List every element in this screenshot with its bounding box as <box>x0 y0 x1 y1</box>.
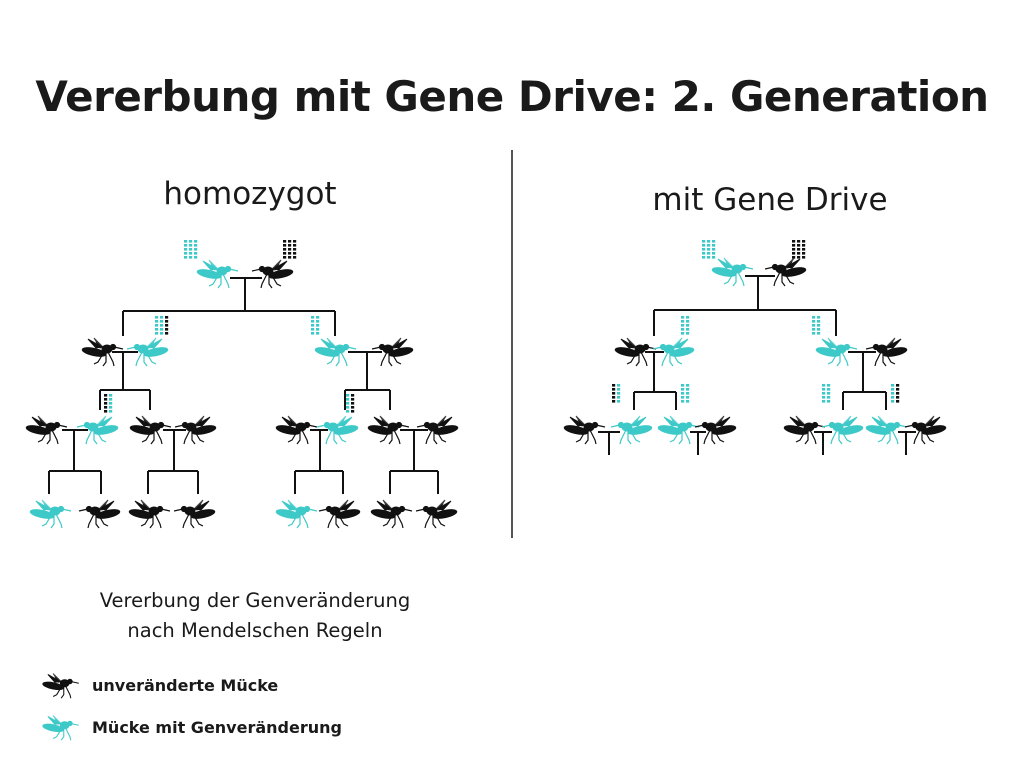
left-panel-title: homozygot <box>163 176 337 212</box>
legend-label-unmodified: unveränderte Mücke <box>92 675 279 695</box>
chromosome-marker <box>681 316 690 335</box>
pedigree-lines <box>48 275 916 494</box>
cyan-mosquito-icon <box>195 259 239 289</box>
chromosome-marker <box>184 240 198 259</box>
black-mosquito-icon <box>782 415 826 445</box>
legend-item-unmodified: unveränderte Mücke <box>42 664 402 706</box>
legend-label-modified: Mücke mit Genveränderung <box>92 717 342 737</box>
chromosome-marker <box>612 384 621 403</box>
chromosome-marker <box>792 240 806 259</box>
legend-item-modified: Mücke mit Genveränderung <box>42 706 402 748</box>
black-mosquito-icon <box>42 673 80 699</box>
black-mosquito-icon <box>127 499 171 529</box>
black-mosquito-icon <box>562 415 606 445</box>
black-mosquito-icon <box>694 415 738 445</box>
cyan-mosquito-icon <box>821 415 865 445</box>
cyan-mosquito-icon <box>42 715 80 741</box>
cyan-mosquito-icon <box>28 499 72 529</box>
black-mosquito-icon <box>904 415 948 445</box>
cyan-mosquito-icon <box>274 499 318 529</box>
caption-line-1: Vererbung der Genveränderung <box>99 589 411 612</box>
chromosome-marker <box>155 316 169 335</box>
black-mosquito-icon <box>318 499 362 529</box>
cyan-mosquito-icon <box>864 415 908 445</box>
chromosome-marker <box>346 394 355 413</box>
cyan-mosquito-icon <box>710 257 754 287</box>
cyan-mosquito-icon <box>656 415 700 445</box>
caption-line-2: nach Mendelschen Regeln <box>127 619 383 643</box>
black-mosquito-icon <box>369 499 413 529</box>
chromosome-marker <box>891 384 900 403</box>
slide-title: Vererbung mit Gene Drive: 2. Generation <box>35 72 989 121</box>
legend: unveränderte Mücke Mücke mit Genveränder… <box>42 664 402 748</box>
chromosome-marker <box>283 240 297 259</box>
caption: Vererbung der Genveränderung nach Mendel… <box>70 586 440 646</box>
panel-divider <box>511 150 513 538</box>
black-mosquito-icon <box>173 499 217 529</box>
black-mosquito-icon <box>251 259 295 289</box>
black-mosquito-icon <box>764 257 808 287</box>
mosquitoes <box>24 257 948 529</box>
chromosome-marker <box>702 240 716 259</box>
cyan-mosquito-icon <box>610 415 654 445</box>
black-mosquito-icon <box>24 415 68 445</box>
chromosome-marker <box>822 384 831 403</box>
chromosome-marker <box>812 316 821 335</box>
black-mosquito-icon <box>78 499 122 529</box>
chromosome-markers <box>104 240 900 413</box>
chromosome-marker <box>104 394 113 413</box>
chromosome-marker <box>311 316 320 335</box>
right-panel-title: mit Gene Drive <box>652 182 888 218</box>
black-mosquito-icon <box>415 499 459 529</box>
chromosome-marker <box>681 384 690 403</box>
